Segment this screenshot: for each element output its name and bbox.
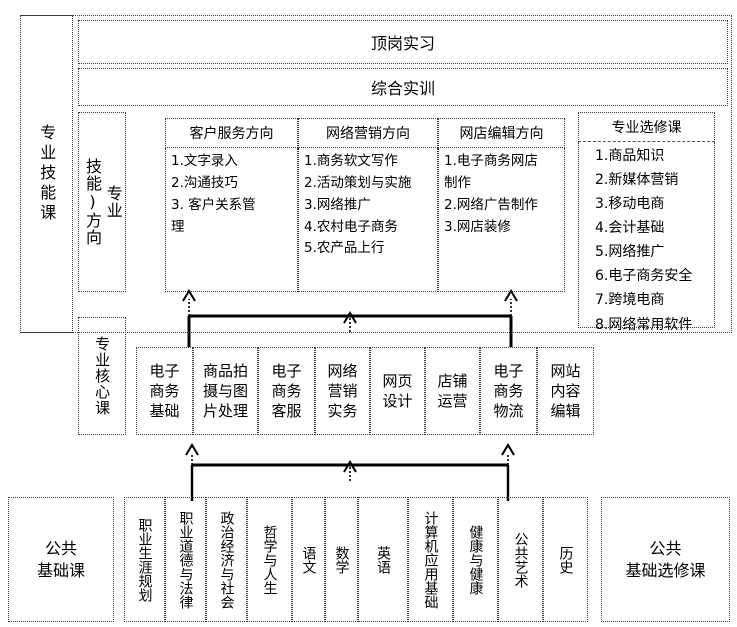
elective-item: 2.新媒体营销 bbox=[595, 172, 679, 189]
direction-item: 3.网络推广 bbox=[304, 196, 371, 213]
elective-item: 5.网络推广 bbox=[595, 244, 665, 261]
general-course-cell: 政治经济与社会 bbox=[206, 497, 247, 622]
core-course-cell: 网络 营销 实务 bbox=[315, 347, 370, 435]
direction-header-network-marketing: 网络营销方向 bbox=[298, 118, 438, 148]
general-course-label: 职业道德与法律 bbox=[177, 510, 194, 609]
general-course-cell: 哲学与人生 bbox=[247, 497, 292, 622]
elective-header: 专业选修课 bbox=[578, 112, 715, 142]
core-course-label: 网络 营销 实务 bbox=[327, 361, 358, 421]
core-course-label: 电子 商务 基础 bbox=[149, 361, 180, 421]
elective-header-text: 专业选修课 bbox=[611, 120, 682, 136]
elective-item: 7.跨境电商 bbox=[595, 292, 665, 309]
label-general-elective-text: 公共 基础选修课 bbox=[625, 538, 706, 580]
direction-item: 2.活动策划与实施 bbox=[304, 174, 412, 191]
general-course-label: 健康与健康 bbox=[467, 524, 484, 595]
elective-item: 3.移动电商 bbox=[595, 196, 665, 213]
elective-item: 6.电子商务安全 bbox=[595, 268, 693, 285]
label-skill-course: 专业技能课 bbox=[20, 15, 73, 333]
direction-list-shop-editing: 1.电子商务网店 制作 2.网络广告制作 3.网店装修 bbox=[438, 148, 565, 292]
general-course-label: 历史 bbox=[557, 545, 574, 574]
general-course-label: 语文 bbox=[300, 545, 317, 574]
general-course-cell: 历史 bbox=[543, 497, 588, 622]
core-course-cell: 店铺 运营 bbox=[425, 347, 480, 435]
general-course-label: 英语 bbox=[375, 545, 392, 574]
direction-header-customer-service-text: 客户服务方向 bbox=[189, 126, 274, 142]
general-course-cell: 英语 bbox=[358, 497, 408, 622]
core-course-label: 网页 设计 bbox=[382, 371, 413, 410]
label-core-course-text: 专业核心课 bbox=[93, 336, 112, 416]
direction-header-shop-editing: 网店编辑方向 bbox=[438, 118, 565, 148]
label-skill-course-text: 专业技能课 bbox=[37, 124, 57, 224]
core-course-label: 电子 商务 客服 bbox=[271, 361, 302, 421]
direction-item: 2.网络广告制作 bbox=[444, 196, 538, 213]
direction-list-network-marketing: 1.商务软文写作 2.活动策划与实施 3.网络推广 4.农村电子商务 5.农产品… bbox=[298, 148, 438, 292]
core-course-cell: 网站 内容 编辑 bbox=[537, 347, 594, 435]
label-general-base: 公共 基础课 bbox=[8, 497, 114, 622]
direction-item: 4.农村电子商务 bbox=[304, 218, 398, 235]
direction-item: 1.文字录入 bbox=[171, 153, 238, 169]
general-course-cell: 职业生涯规划 bbox=[124, 497, 165, 622]
direction-header-shop-editing-text: 网店编辑方向 bbox=[459, 126, 544, 142]
direction-list-customer-service: 1.文字录入 2.沟通技巧 3. 客户关系管 理 bbox=[165, 148, 298, 292]
elective-item: 4.会计基础 bbox=[595, 220, 665, 237]
title-bar-internship-text: 顶岗实习 bbox=[370, 34, 435, 53]
core-course-cell: 电子 商务 基础 bbox=[136, 347, 193, 435]
label-general-base-text: 公共 基础课 bbox=[36, 538, 85, 580]
core-course-cell: 电子 商务 客服 bbox=[258, 347, 315, 435]
label-general-elective: 公共 基础选修课 bbox=[601, 497, 730, 622]
elective-list: 1.商品知识 2.新媒体营销 3.移动电商 4.会计基础 5.网络推广 6.电子… bbox=[578, 142, 715, 333]
title-bar-comprehensive-training: 综合实训 bbox=[78, 68, 728, 106]
general-course-label: 数学 bbox=[333, 545, 350, 574]
direction-item: 5.农产品上行 bbox=[304, 240, 385, 257]
connector-general-to-core bbox=[185, 443, 515, 501]
direction-item: 理 bbox=[171, 218, 185, 235]
general-course-cell: 语文 bbox=[292, 497, 325, 622]
general-course-label: 哲学与人生 bbox=[261, 524, 278, 595]
direction-header-network-marketing-text: 网络营销方向 bbox=[326, 126, 410, 142]
direction-item: 1.电子商务网店 bbox=[444, 153, 538, 169]
general-course-cell: 健康与健康 bbox=[453, 497, 498, 622]
connector-core-to-directions bbox=[182, 289, 518, 347]
core-course-label: 商品拍 摄与图 片处理 bbox=[202, 361, 248, 421]
general-course-cell: 数学 bbox=[325, 497, 358, 622]
general-course-label: 职业生涯规划 bbox=[136, 517, 153, 602]
core-course-label: 网站 内容 编辑 bbox=[550, 361, 581, 421]
direction-item: 制作 bbox=[444, 174, 471, 191]
core-course-label: 电子 商务 物流 bbox=[493, 361, 524, 421]
elective-item: 1.商品知识 bbox=[595, 148, 665, 164]
direction-item: 2.沟通技巧 bbox=[171, 174, 238, 191]
general-course-label: 政治经济与社会 bbox=[218, 510, 235, 609]
core-course-cell: 商品拍 摄与图 片处理 bbox=[193, 347, 258, 435]
title-bar-internship: 顶岗实习 bbox=[78, 20, 728, 64]
general-course-cell: 公共艺术 bbox=[498, 497, 543, 622]
core-course-label: 店铺 运营 bbox=[437, 371, 468, 410]
direction-item: 3. 客户关系管 bbox=[171, 196, 256, 213]
direction-header-customer-service: 客户服务方向 bbox=[165, 118, 298, 148]
label-skill-direction-text: 专业 技能)方向 bbox=[83, 158, 123, 246]
general-course-label: 公共艺术 bbox=[512, 531, 529, 588]
label-skill-direction: 专业 技能)方向 bbox=[78, 112, 126, 292]
direction-item: 3.网店装修 bbox=[444, 218, 511, 235]
general-course-label: 计算机应用基础 bbox=[422, 510, 439, 609]
general-course-cell: 职业道德与法律 bbox=[165, 497, 206, 622]
label-core-course: 专业核心课 bbox=[78, 317, 126, 435]
direction-item: 1.商务软文写作 bbox=[304, 153, 398, 169]
elective-item: 8.网络常用软件 bbox=[595, 316, 693, 333]
title-bar-comprehensive-training-text: 综合实训 bbox=[370, 79, 435, 98]
core-course-cell: 网页 设计 bbox=[370, 347, 425, 435]
general-course-cell: 计算机应用基础 bbox=[408, 497, 453, 622]
core-course-cell: 电子 商务 物流 bbox=[480, 347, 537, 435]
